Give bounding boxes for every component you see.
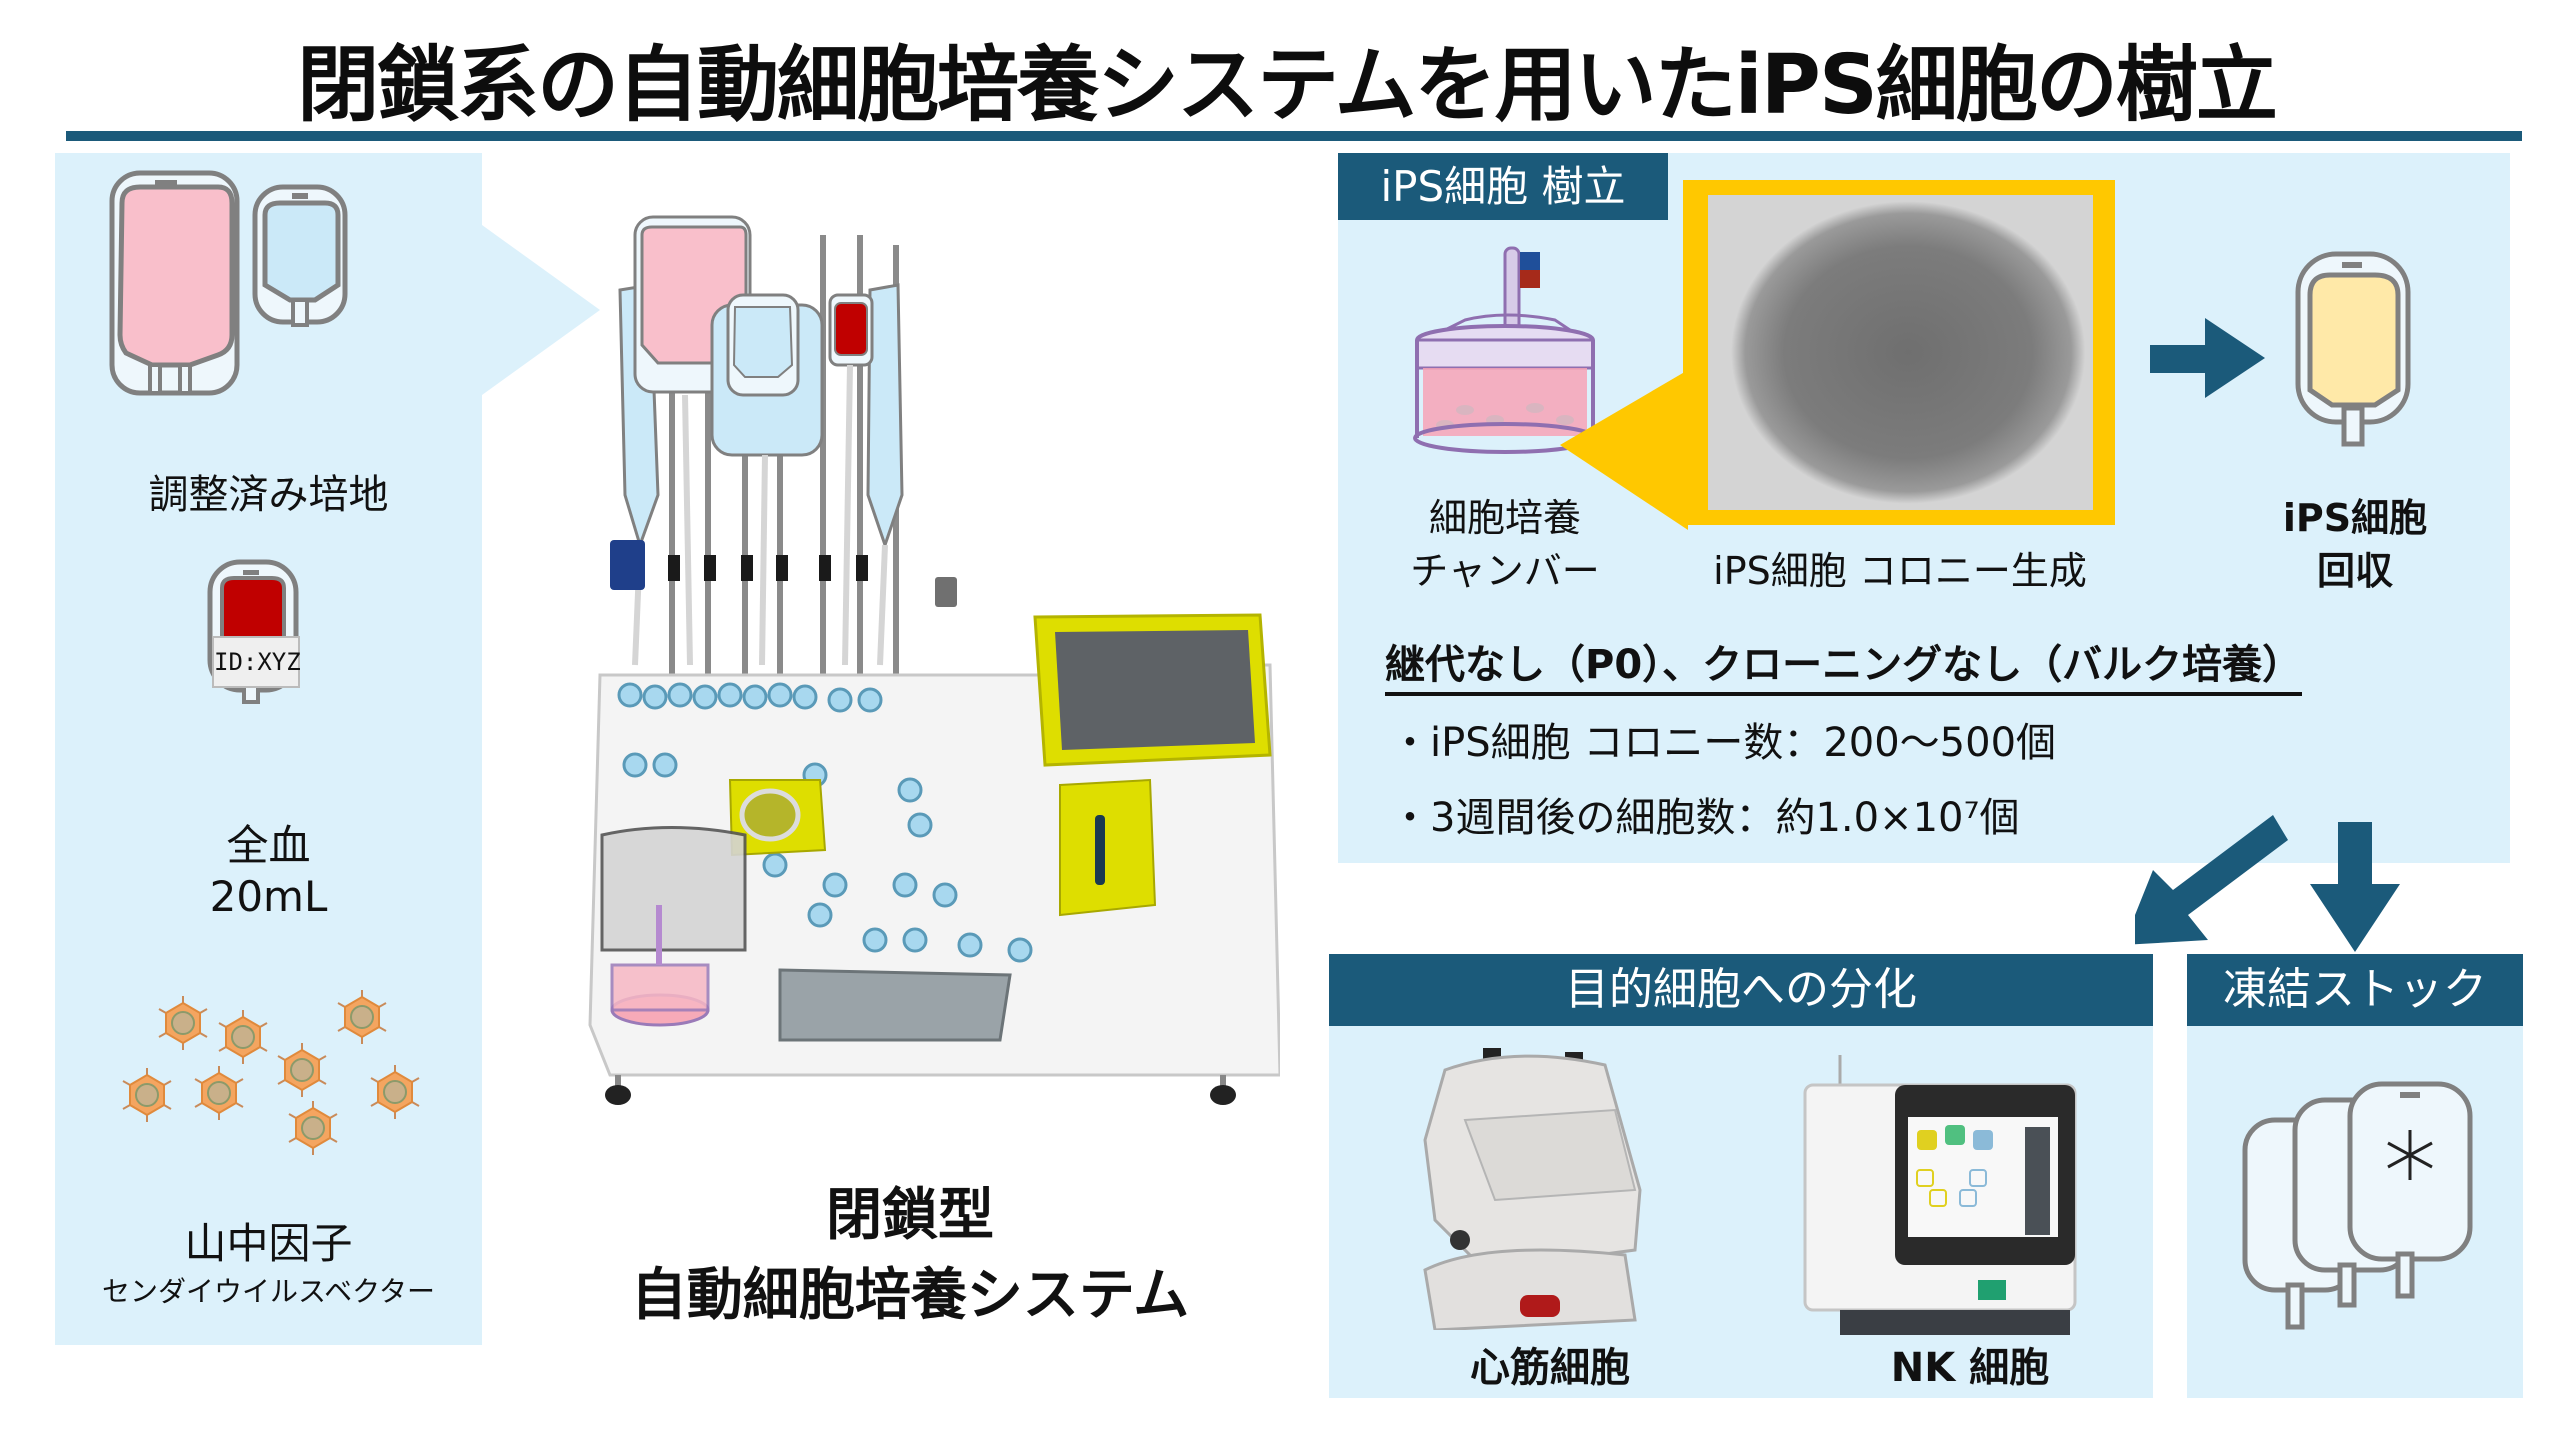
colony-label: iPS細胞 コロニー生成: [1713, 549, 2087, 593]
yamanaka-factors-label: 山中因子: [184, 1219, 353, 1268]
culture-conditions-heading: 継代なし（P0）、クローニングなし（バルク培養）: [1385, 632, 2303, 696]
medium-label: 調整済み培地: [148, 472, 389, 518]
collected-ips-bag-icon: [2295, 251, 2411, 447]
chamber-label-line2: チャンバー: [1410, 549, 1600, 593]
nk-cell-label: NK 細胞: [1890, 1345, 2050, 1391]
bullet-colony-count: ・iPS細胞 コロニー数：200～500個: [1390, 720, 2057, 766]
arrow-down-left-icon: [2135, 815, 2288, 945]
title-underline-bar: [66, 131, 2522, 141]
cardiomyocyte-culture-device-icon: [1423, 1048, 1642, 1330]
medium-bag-icons: [109, 170, 348, 396]
cardiomyocyte-label: 心筋細胞: [1470, 1345, 1630, 1391]
zoom-pointer: [1560, 370, 1688, 530]
chamber-label-line1: 細胞培養: [1428, 496, 1581, 540]
page-title: 閉鎖系の自動細胞培養システムを用いたiPS細胞の樹立: [297, 38, 2278, 133]
arrow-right-icon: [2150, 318, 2265, 398]
collect-label-line2: 回収: [2316, 549, 2393, 593]
establishment-header: iPS細胞 樹立: [1338, 153, 1668, 220]
device-caption-line2: 自動細胞培養システム: [630, 1263, 1190, 1328]
bullet-cell-count: ・3週間後の細胞数：約1.0×10⁷個: [1390, 795, 2020, 841]
virus-particles-icon: [122, 989, 420, 1156]
blood-bag-tag: ID:XYZ: [212, 636, 301, 688]
blood-label: 全血: [226, 821, 311, 870]
blood-volume: 20mL: [209, 872, 328, 921]
nk-cell-culture-device-icon: [1803, 1055, 2077, 1335]
ips-colony-micrograph: [1708, 195, 2093, 510]
sendai-vector-label: センダイウイルスベクター: [102, 1275, 435, 1308]
cell-culture-chamber-icon: [1413, 246, 1597, 454]
differentiation-header: 目的細胞への分化: [1329, 954, 2153, 1026]
frozen-bags-snowflake-icon: [2242, 1081, 2473, 1330]
arrow-down-icon: [2310, 822, 2400, 952]
collect-label-line1: iPS細胞: [2282, 496, 2428, 540]
callout-pointer: [482, 225, 600, 395]
automated-cell-culture-device-icon: [588, 215, 1280, 1105]
frozen-stock-header: 凍結ストック: [2187, 954, 2523, 1026]
device-caption-line1: 閉鎖型: [826, 1183, 994, 1248]
